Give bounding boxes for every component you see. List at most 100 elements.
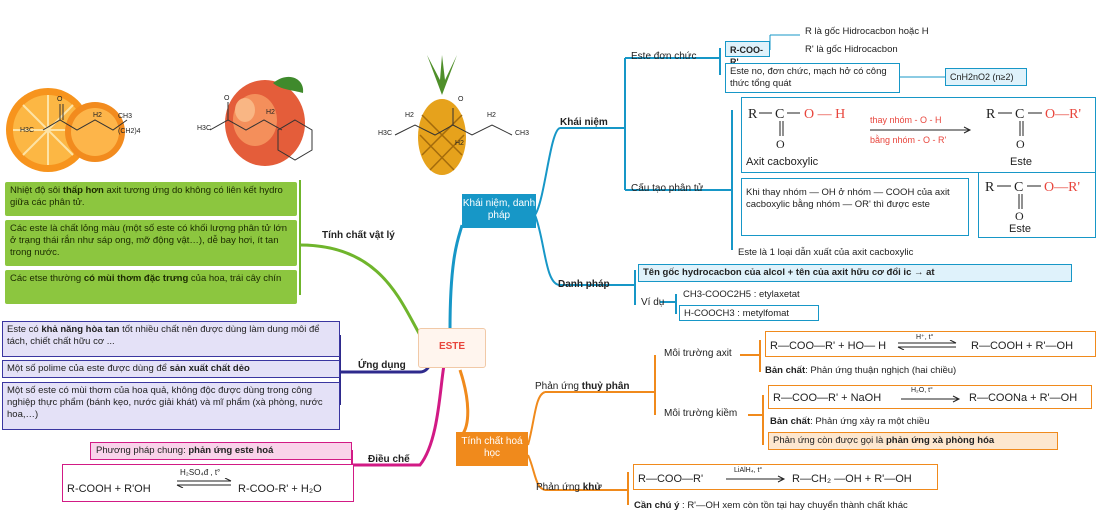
naming-rule: Tên gốc hydrocacbon của alcol + tên của … (638, 264, 1072, 282)
text: axit tương ứng do không có liên kết hydr… (10, 185, 283, 208)
reduction-equation: R—COO—R' LiAlH₄, t° R—CH₂ —OH + R'—OH (633, 464, 938, 490)
text: tốt nhiều chất nên được dùng làm dung mô… (7, 324, 320, 347)
molecule-label: O (458, 96, 464, 103)
svg-text:C: C (775, 107, 784, 122)
ester-molecule-3 (394, 108, 513, 136)
text: Các este là chất lỏng màu (một số este c… (10, 223, 288, 258)
acid-label: Axit cacboxylic (746, 156, 819, 168)
application-item-3: Một số este có mùi thơm của hoa quả, khô… (2, 382, 340, 430)
peach-fruit-image (225, 76, 305, 166)
derivative-note: Este là 1 loại dẫn xuất của axit cacboxy… (738, 247, 914, 258)
application-item-2: Một số polime của este được dùng để sản … (2, 360, 340, 378)
reactants: R—COO—R' + NaOH (773, 392, 882, 404)
text: : R'—OH xem còn tồn tại hay chuyển thành… (679, 500, 908, 511)
svg-text:R: R (748, 107, 758, 122)
example-label: Ví dụ (641, 297, 665, 308)
pineapple-image (418, 55, 466, 175)
acid-hydrolysis-equation: R—COO—R' + HO— H H⁺, t° R—COOH + R'—OH (765, 331, 1096, 357)
application-item-1: Este có khả năng hòa tan tốt nhiều chất … (2, 321, 340, 357)
general-formula: CnH2nO2 (n≥2) (945, 68, 1027, 86)
reactants: R—COO—R' (638, 473, 704, 485)
text-bold: khử (582, 482, 602, 493)
branch-concept: Khái niệm, danh pháp (462, 194, 536, 228)
svg-text:O—R': O—R' (1045, 107, 1081, 122)
products: R—COONa + R'—OH (969, 392, 1078, 404)
text: của hoa, trái cây chín (188, 273, 282, 284)
text: Phản ứng (536, 482, 583, 493)
physical-item-3: Các etse thường có mùi thơm đặc trưng củ… (5, 270, 297, 304)
text: Phản ứng (535, 381, 582, 392)
ester-structure-box: R C O O—R' Este (978, 172, 1096, 238)
svg-text:O: O (1016, 137, 1025, 151)
physical-item-1: Nhiệt độ sôi thấp hơn axit tương ứng do … (5, 182, 297, 216)
reactants: R—COO—R' + HO— H (770, 340, 887, 352)
svg-text:O: O (776, 137, 785, 151)
r-definition: R là gốc Hidrocacbon hoặc H (805, 26, 929, 37)
example-1: CH3-COOC2H5 : etylaxetat (683, 289, 800, 300)
molecule-label: H2 (405, 112, 414, 119)
condition: H₂SO₄đ , t° (180, 468, 221, 477)
replace-text: thay nhóm - O - H (870, 115, 942, 125)
text: H-COOCH3 : metylfomat (684, 308, 790, 319)
base-environment-label: Môi trường kiềm (664, 408, 738, 419)
text: CnH2nO2 (n≥2) (950, 72, 1014, 82)
base-hydrolysis-equation: R—COO—R' + NaOH H₂O, t° R—COONa + R'—OH (768, 385, 1092, 409)
ester-molecule-2 (209, 102, 313, 161)
naming-label: Danh pháp (558, 279, 610, 290)
text-bold: Bản chất (765, 365, 806, 376)
text: Nhiệt độ sôi (10, 185, 63, 196)
ester-label: Este (1009, 223, 1032, 235)
saturated-ester-box: Este no, đơn chức, mạch hở có công thức … (725, 63, 900, 93)
svg-text:C: C (1014, 180, 1023, 195)
text: Phản ứng còn được gọi là (773, 435, 886, 446)
ester-structure-diagram: R C O O—R' (985, 180, 1080, 223)
reduction-label: Phản ứng khử (536, 482, 602, 493)
reversible-arrow-icon (897, 340, 957, 350)
text-bold: thuỷ phân (581, 381, 630, 392)
text: Tính chất hoá học (461, 436, 523, 459)
text-bold: sản xuất chất dẻo (169, 363, 250, 374)
svg-text:R: R (985, 180, 995, 195)
molecule-label: O (224, 95, 230, 102)
text: Este no, đơn chức, mạch hở có công thức … (730, 66, 887, 89)
molecule-label: H3C (197, 125, 212, 132)
products: R—COOH + R'—OH (971, 340, 1074, 352)
structure-label: Cấu tạo phân tử (631, 183, 704, 194)
ester-formula: R-COO-R' (725, 41, 770, 67)
ester-label: Este (1010, 156, 1033, 168)
este-don-chuc-label: Este đơn chức (631, 51, 697, 62)
branch-physical-properties: Tính chất vật lý (322, 230, 395, 241)
center-node: ESTE (418, 328, 486, 368)
arrow-right-icon (901, 395, 961, 403)
ester-molecule-1 (42, 104, 128, 131)
example-2: H-COOCH3 : metylfomat (679, 305, 819, 321)
text-bold: thấp hơn (62, 185, 104, 196)
molecule-label: H3C (378, 130, 393, 137)
svg-text:O: O (1015, 209, 1024, 223)
reduction-note: Cần chú ý : R'—OH xem còn tồn tại hay ch… (634, 500, 908, 511)
molecule-label: H3C (20, 127, 35, 134)
text-bold: Bản chất (770, 416, 811, 427)
center-title: ESTE (438, 341, 466, 352)
text: : Phản ứng thuận nghịch (hai chiều) (805, 365, 957, 376)
r2-definition: R' là gốc Hidrocacbon (805, 44, 898, 55)
text: Este có (7, 324, 42, 335)
text-bold: phản ứng este hoá (188, 445, 274, 456)
molecule-label: O (57, 96, 63, 103)
hydrolysis-label: Phản ứng thuỷ phân (535, 381, 630, 392)
reversible-arrow-icon (176, 478, 232, 488)
svg-text:C: C (1015, 107, 1024, 122)
structure-reaction-box: R C O O — H R C O O—R' thay nhóm - O - H… (741, 97, 1096, 173)
text: Khi thay nhóm — OH ở nhóm — COOH của axi… (746, 187, 950, 210)
text: Phương pháp chung: (96, 445, 189, 456)
base-nature: Bản chất: Phản ứng xảy ra một chiều (770, 416, 930, 427)
products: R—CH₂ —OH + R'—OH (792, 473, 912, 485)
branch-chemical: Tính chất hoá học (456, 432, 528, 466)
structure-diagram: R C O O — H R C O O—R' (748, 107, 1081, 151)
acid-environment-label: Môi trường axit (664, 348, 732, 359)
explanation-box: Khi thay nhóm — OH ở nhóm — COOH của axi… (741, 178, 969, 236)
text: Khái niệm, danh pháp (462, 198, 536, 221)
replace-text: bằng nhóm - O - R' (870, 135, 947, 145)
branch-application: Ứng dụng (358, 360, 406, 371)
molecule-label: H2 (266, 109, 275, 116)
